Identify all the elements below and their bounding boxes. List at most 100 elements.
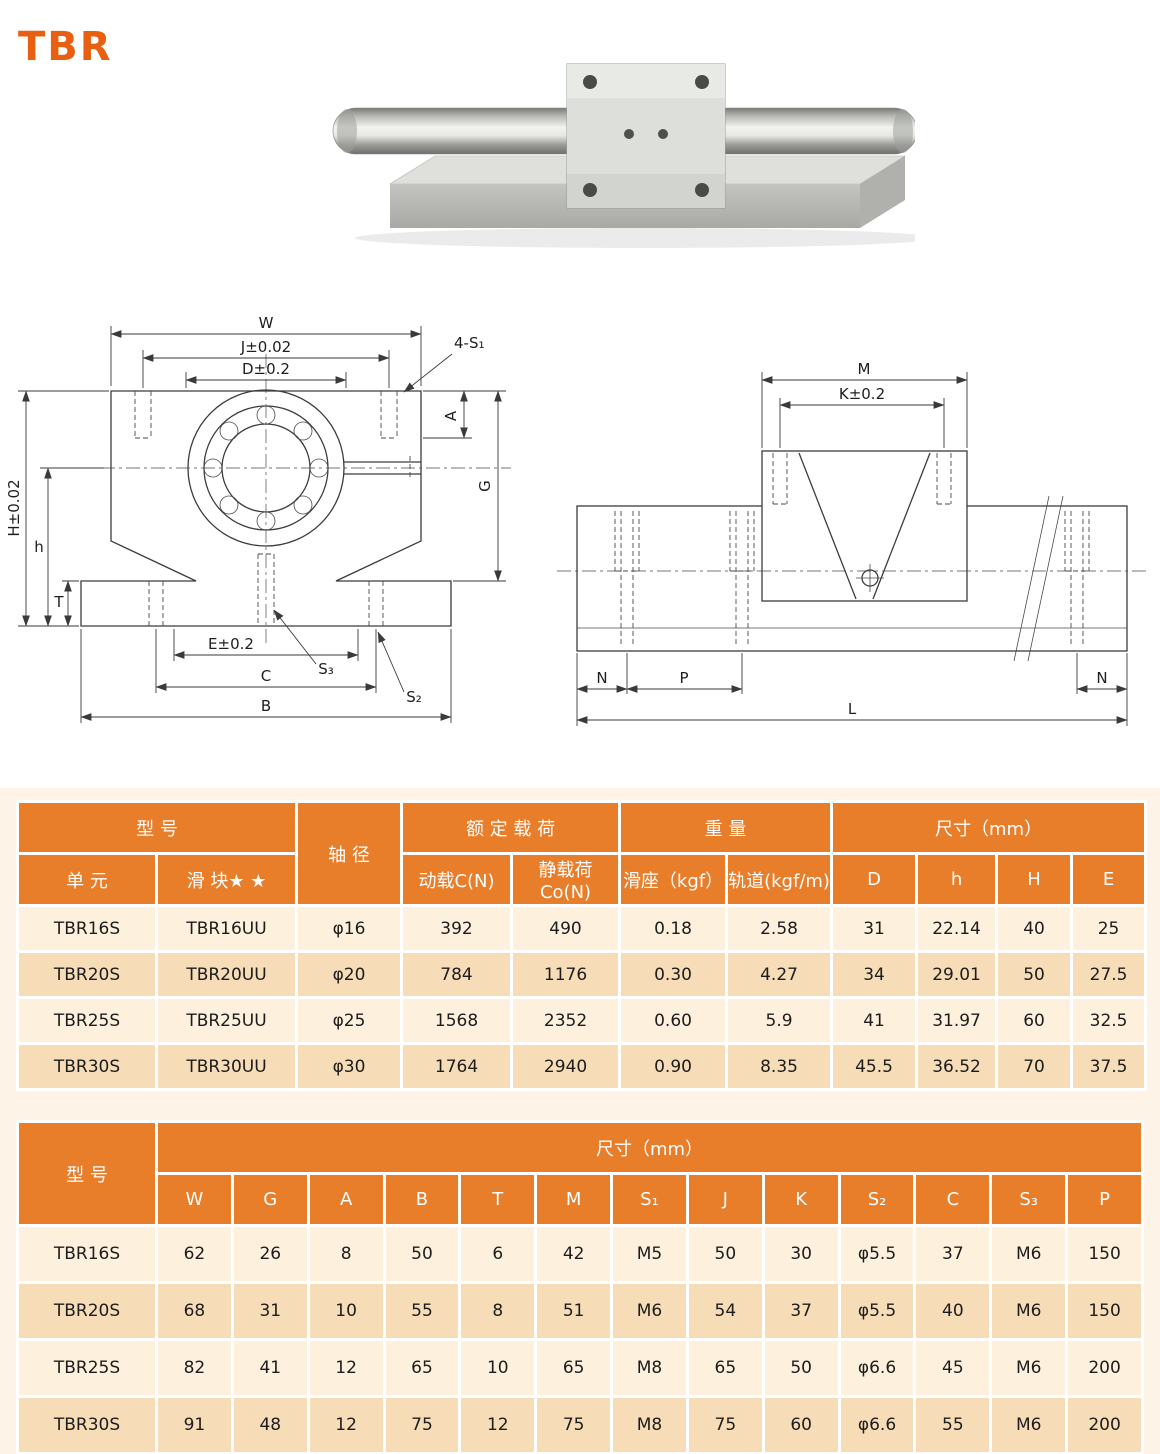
table-cell: 12: [306, 1338, 386, 1398]
table-cell: 784: [400, 950, 514, 999]
header-unit: 单 元: [16, 852, 158, 907]
table-cell: φ25: [295, 996, 404, 1045]
dim-label-p: P: [679, 669, 688, 687]
centerlines: [101, 354, 511, 646]
header-a: A: [306, 1172, 386, 1227]
base-rail-side: [860, 156, 905, 228]
dimension-lines: [576, 372, 1128, 726]
dimension-spec-table: 型 号 尺寸（mm） W G A B T M S₁ J K S₂ C S₃ P …: [16, 1120, 1144, 1454]
dim-label-e: E±0.2: [208, 635, 254, 653]
header-h-small: h: [915, 852, 999, 907]
table-cell: 25: [1070, 904, 1148, 953]
table-row: TBR30S 91 48 12 75 12 75 M8 75 60 φ6.6 5…: [16, 1395, 1144, 1454]
header-dimensions-group: 尺寸（mm）: [155, 1120, 1144, 1175]
front-view-drawing: W J±0.02 D±0.2 4-S₁ A G H±0.02 h T E±0.2…: [6, 314, 511, 723]
table-cell: 45: [913, 1338, 993, 1398]
table-cell: TBR25S: [16, 996, 158, 1045]
table-row: TBR20S 68 31 10 55 8 51 M6 54 37 φ5.5 40…: [16, 1281, 1144, 1341]
table-row: TBR25S 82 41 12 65 10 65 M8 65 50 φ6.6 4…: [16, 1338, 1144, 1398]
dim-label-d: D±0.2: [242, 360, 290, 378]
table-row: TBR25S TBR25UU φ25 1568 2352 0.60 5.9 41…: [16, 996, 1148, 1045]
table-cell: 75: [685, 1395, 765, 1454]
table-cell: φ20: [295, 950, 404, 999]
table-cell: 65: [534, 1338, 614, 1398]
table-cell: 4.27: [725, 950, 834, 999]
small-hole: [624, 129, 634, 139]
table-cell: 54: [685, 1281, 765, 1341]
oil-port-crosshair: [856, 564, 884, 592]
table-cell: 50: [761, 1338, 841, 1398]
table-cell: TBR25S: [16, 1338, 158, 1398]
dim-label-h-center: h: [34, 538, 44, 556]
table-cell: 65: [685, 1338, 765, 1398]
table-cell: 82: [155, 1338, 234, 1398]
header-shaft-diameter: 轴 径: [295, 800, 404, 907]
header-model-group: 型 号: [15, 800, 299, 855]
table-row: TBR20S TBR20UU φ20 784 1176 0.30 4.27 34…: [16, 950, 1148, 999]
table-cell: 10: [306, 1281, 386, 1341]
dimension-lines: [18, 326, 506, 723]
table-cell: TBR30S: [16, 1395, 158, 1454]
table-cell: M8: [610, 1395, 689, 1454]
mount-hole: [695, 75, 709, 89]
small-hole: [658, 129, 668, 139]
header-weight-group: 重 量: [618, 800, 834, 855]
table-cell: 41: [830, 996, 919, 1045]
table-cell: M5: [610, 1224, 689, 1284]
table-cell: φ6.6: [837, 1338, 917, 1398]
table-cell: 5.9: [725, 996, 834, 1045]
table-cell: 0.18: [618, 904, 729, 953]
table-cell: 12: [458, 1395, 538, 1454]
table-cell: 62: [155, 1224, 234, 1284]
table-cell: 41: [230, 1338, 310, 1398]
dim-label-a: A: [442, 410, 460, 421]
table-cell: M6: [610, 1281, 689, 1341]
header-model: 型 号: [16, 1120, 158, 1227]
table-cell: TBR16S: [16, 1224, 158, 1284]
mount-hole: [583, 75, 597, 89]
table-cell: TBR16S: [16, 904, 158, 953]
photo-shadow: [355, 228, 915, 248]
slide-block-side: [761, 450, 968, 602]
block-hidden-holes: [772, 453, 952, 505]
table-cell: 12: [306, 1395, 386, 1454]
table-cell: 30: [761, 1224, 841, 1284]
table-cell: 2940: [510, 1042, 622, 1091]
photo-shapes: [332, 63, 915, 248]
dim-label-t: T: [53, 593, 64, 611]
table-cell: 31: [230, 1281, 310, 1341]
table-row: TBR30S TBR30UU φ30 1764 2940 0.90 8.35 4…: [16, 1042, 1148, 1091]
product-photo: [332, 63, 915, 248]
header-j: J: [685, 1172, 765, 1227]
load-spec-table: 型 号 轴 径 额 定 载 荷 重 量 尺寸（mm） 单 元 滑 块★ ★ 动载…: [15, 800, 1148, 1091]
side-view-drawing: M K±0.2 N P N L: [557, 360, 1147, 726]
table-cell: TBR16UU: [154, 904, 299, 953]
header-s1: S₁: [610, 1172, 689, 1227]
header-h-cap: H: [995, 852, 1074, 907]
table-cell: 10: [458, 1338, 538, 1398]
header-p: P: [1065, 1172, 1144, 1227]
table-cell: TBR20S: [16, 1281, 158, 1341]
header-g: G: [230, 1172, 310, 1227]
table-cell: φ16: [295, 904, 404, 953]
header-row-columns: W G A B T M S₁ J K S₂ C S₃ P: [18, 1172, 1144, 1227]
table-cell: 55: [913, 1395, 993, 1454]
table-cell: 50: [382, 1224, 462, 1284]
dimension-labels: W J±0.02 D±0.2 4-S₁ A G H±0.02 h T E±0.2…: [6, 314, 494, 715]
dim-label-c: C: [261, 667, 271, 685]
table-cell: M6: [989, 1281, 1069, 1341]
table-cell: 1568: [400, 996, 514, 1045]
table-cell: 150: [1065, 1224, 1144, 1284]
table-cell: 200: [1065, 1338, 1144, 1398]
table-cell: 2.58: [725, 904, 834, 953]
shaft-end-cap: [893, 109, 913, 153]
table-cell: 48: [230, 1395, 310, 1454]
header-seat-weight: 滑座（kgf）: [618, 852, 729, 907]
table-cell: M6: [989, 1338, 1069, 1398]
table-cell: 31: [830, 904, 919, 953]
table-cell: 51: [534, 1281, 614, 1341]
table-cell: 65: [382, 1338, 462, 1398]
header-w: W: [155, 1172, 234, 1227]
table-cell: 8.35: [725, 1042, 834, 1091]
hidden-holes: [134, 391, 411, 626]
